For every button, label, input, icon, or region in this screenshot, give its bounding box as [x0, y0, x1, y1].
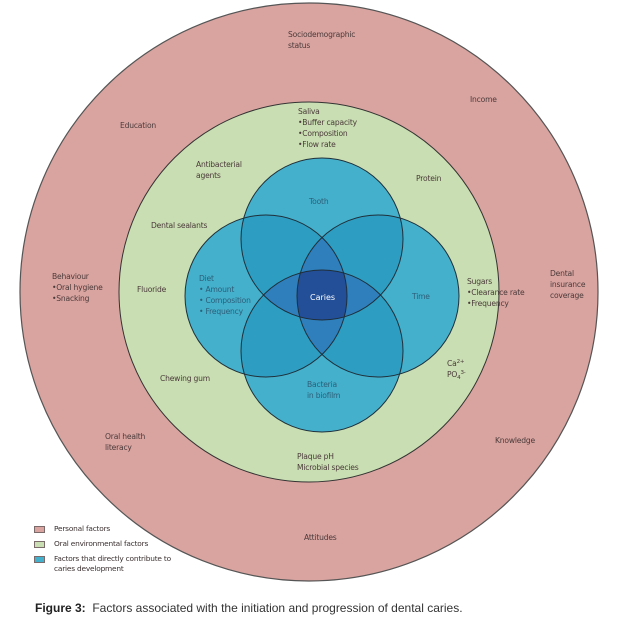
legend-swatch-personal — [34, 526, 45, 533]
label-behaviour: Behaviour•Oral hygiene•Snacking — [52, 272, 103, 303]
legend-swatch-direct — [34, 556, 45, 563]
legend-swatch-oral-environmental — [34, 541, 45, 548]
label-dental-sealants: Dental sealants — [151, 221, 208, 230]
label-knowledge: Knowledge — [495, 436, 535, 445]
legend-label: Oral environmental factors — [54, 539, 149, 548]
legend-label: Factors that directly contribute to cari… — [54, 554, 171, 573]
label-attitudes: Attitudes — [304, 533, 337, 542]
figure-caption-text: Factors associated with the initiation a… — [92, 601, 463, 615]
label-sugars: Sugars•Clearance rate•Frequency — [467, 277, 525, 308]
figure-label: Figure 3: — [35, 601, 86, 615]
label-diet: Diet• Amount• Composition• Frequency — [199, 274, 251, 316]
direct-factors-venn — [184, 157, 460, 433]
label-education: Education — [120, 121, 156, 130]
label-chewing-gum: Chewing gum — [160, 374, 210, 383]
legend-item-direct-factors: Factors that directly contribute to cari… — [34, 554, 204, 576]
figure-caption: Figure 3: Factors associated with the in… — [35, 601, 463, 615]
label-income: Income — [470, 95, 497, 104]
label-caries: Caries — [310, 293, 335, 302]
legend-label: Personal factors — [54, 524, 111, 533]
label-time: Time — [411, 292, 430, 301]
label-calcium-phosphate: Ca2+ PO43- — [447, 356, 467, 381]
legend-item-oral-environmental: Oral environmental factors — [34, 539, 204, 553]
label-protein: Protein — [416, 174, 442, 183]
label-saliva: Saliva•Buffer capacity•Composition•Flow … — [298, 107, 358, 149]
legend-item-personal: Personal factors — [34, 524, 204, 538]
legend: Personal factors Oral environmental fact… — [34, 524, 204, 577]
label-tooth: Tooth — [308, 197, 329, 206]
label-fluoride: Fluoride — [137, 285, 167, 294]
